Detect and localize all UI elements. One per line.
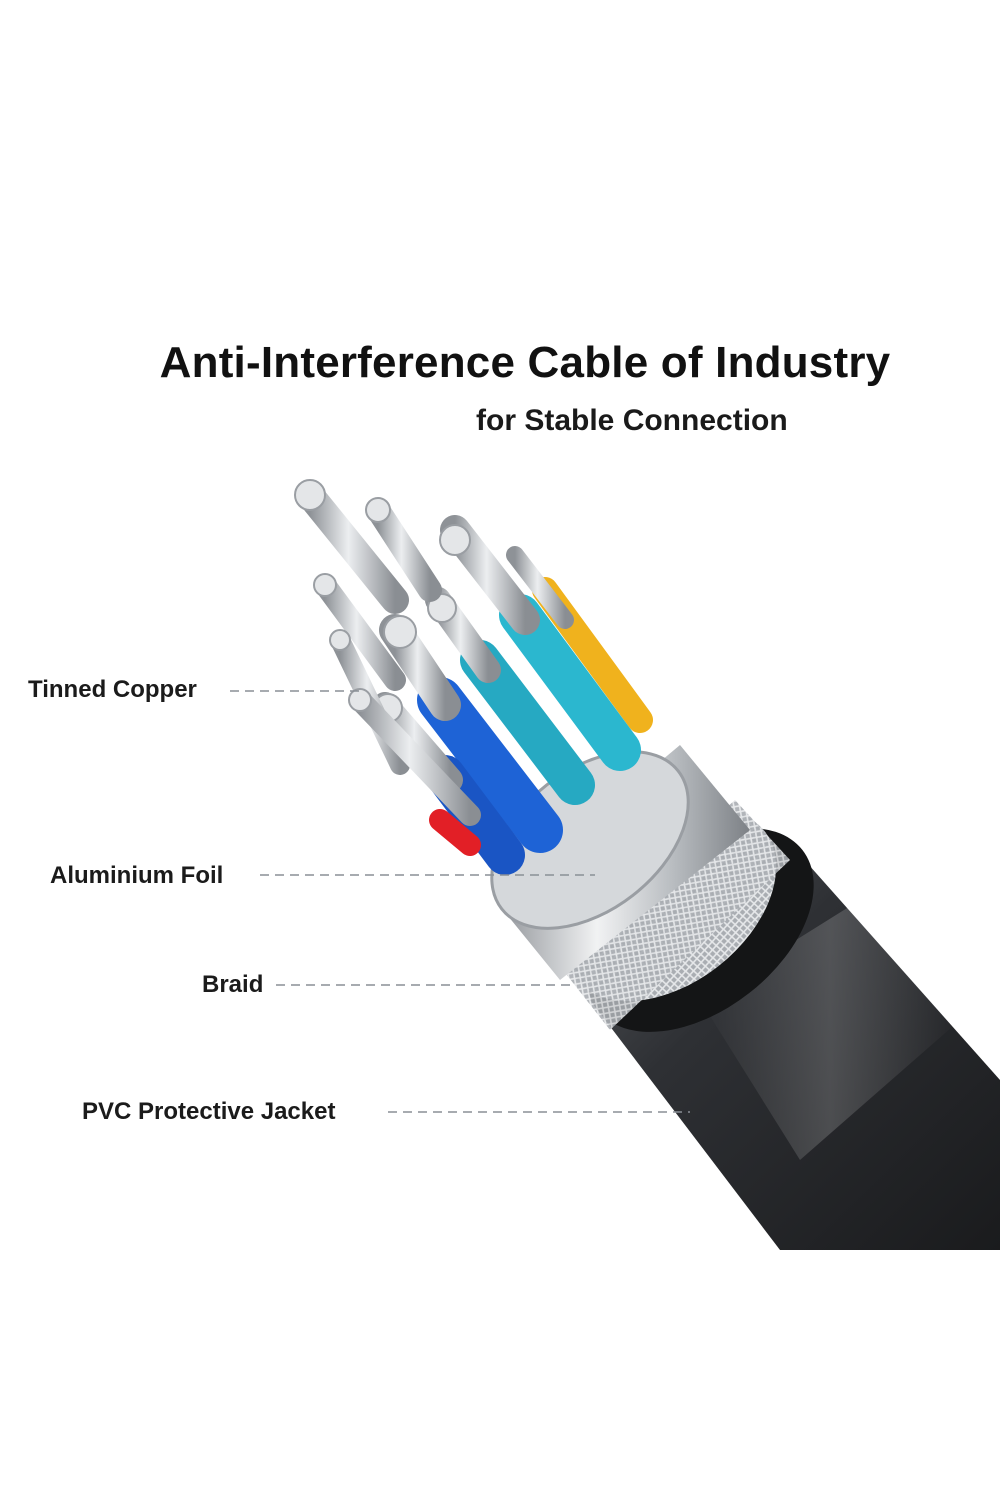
wire-red [429, 809, 481, 856]
wire-cyan-2 [425, 587, 595, 805]
wire-cyan-1 [439, 515, 641, 771]
label-braid: Braid [202, 971, 264, 998]
label-tinned-copper: Tinned Copper [28, 676, 197, 703]
inner-conductors [294, 479, 653, 875]
wire-yellow [506, 546, 653, 733]
label-pvc-jacket: PVC Protective Jacket [82, 1098, 336, 1125]
page-subtitle: for Stable Connection [476, 404, 788, 437]
wire-bare-1 [294, 479, 409, 614]
wire-bare-3 [313, 573, 406, 691]
label-aluminium-foil: Aluminium Foil [50, 862, 224, 889]
wire-bare-5 [348, 688, 481, 826]
wire-blue-1 [379, 614, 563, 853]
leader-lines [230, 690, 690, 1113]
wire-bare-2 [365, 497, 442, 602]
page-title: Anti-Interference Cable of Industry [159, 338, 891, 387]
